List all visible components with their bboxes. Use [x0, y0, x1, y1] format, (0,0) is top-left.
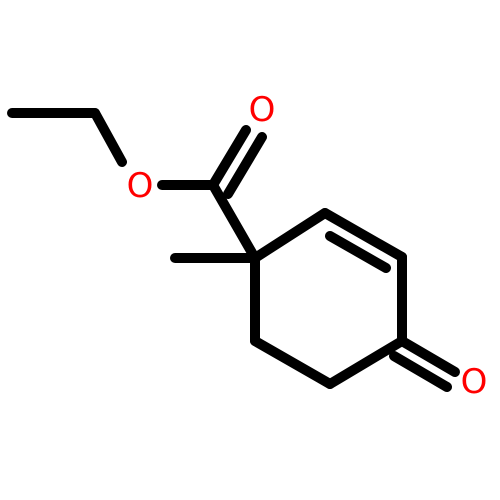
bond-ethyl-ch2-o [90, 108, 127, 167]
bond-ring-c4-c5 [325, 336, 407, 389]
atom-label-o-ketone: O [461, 362, 488, 402]
bond-ring-c1-c2 [250, 208, 330, 263]
bond-carbonyl-double-1 [208, 125, 251, 190]
atom-label-o-ether: O [127, 166, 154, 206]
bond-ketone-double-1 [397, 336, 460, 377]
atom-label-o-carbonyl: O [249, 90, 276, 130]
bond-carbonyl-c-quaternary [208, 180, 260, 263]
bond-ring-c2-c3-double-a [320, 208, 407, 262]
bond-ring-c2-c3-double-b [325, 231, 391, 273]
bond-carbonyl-double-2 [223, 132, 267, 199]
bond-ketone-double-2 [389, 351, 452, 392]
bond-ring-c5-c6 [250, 336, 335, 389]
